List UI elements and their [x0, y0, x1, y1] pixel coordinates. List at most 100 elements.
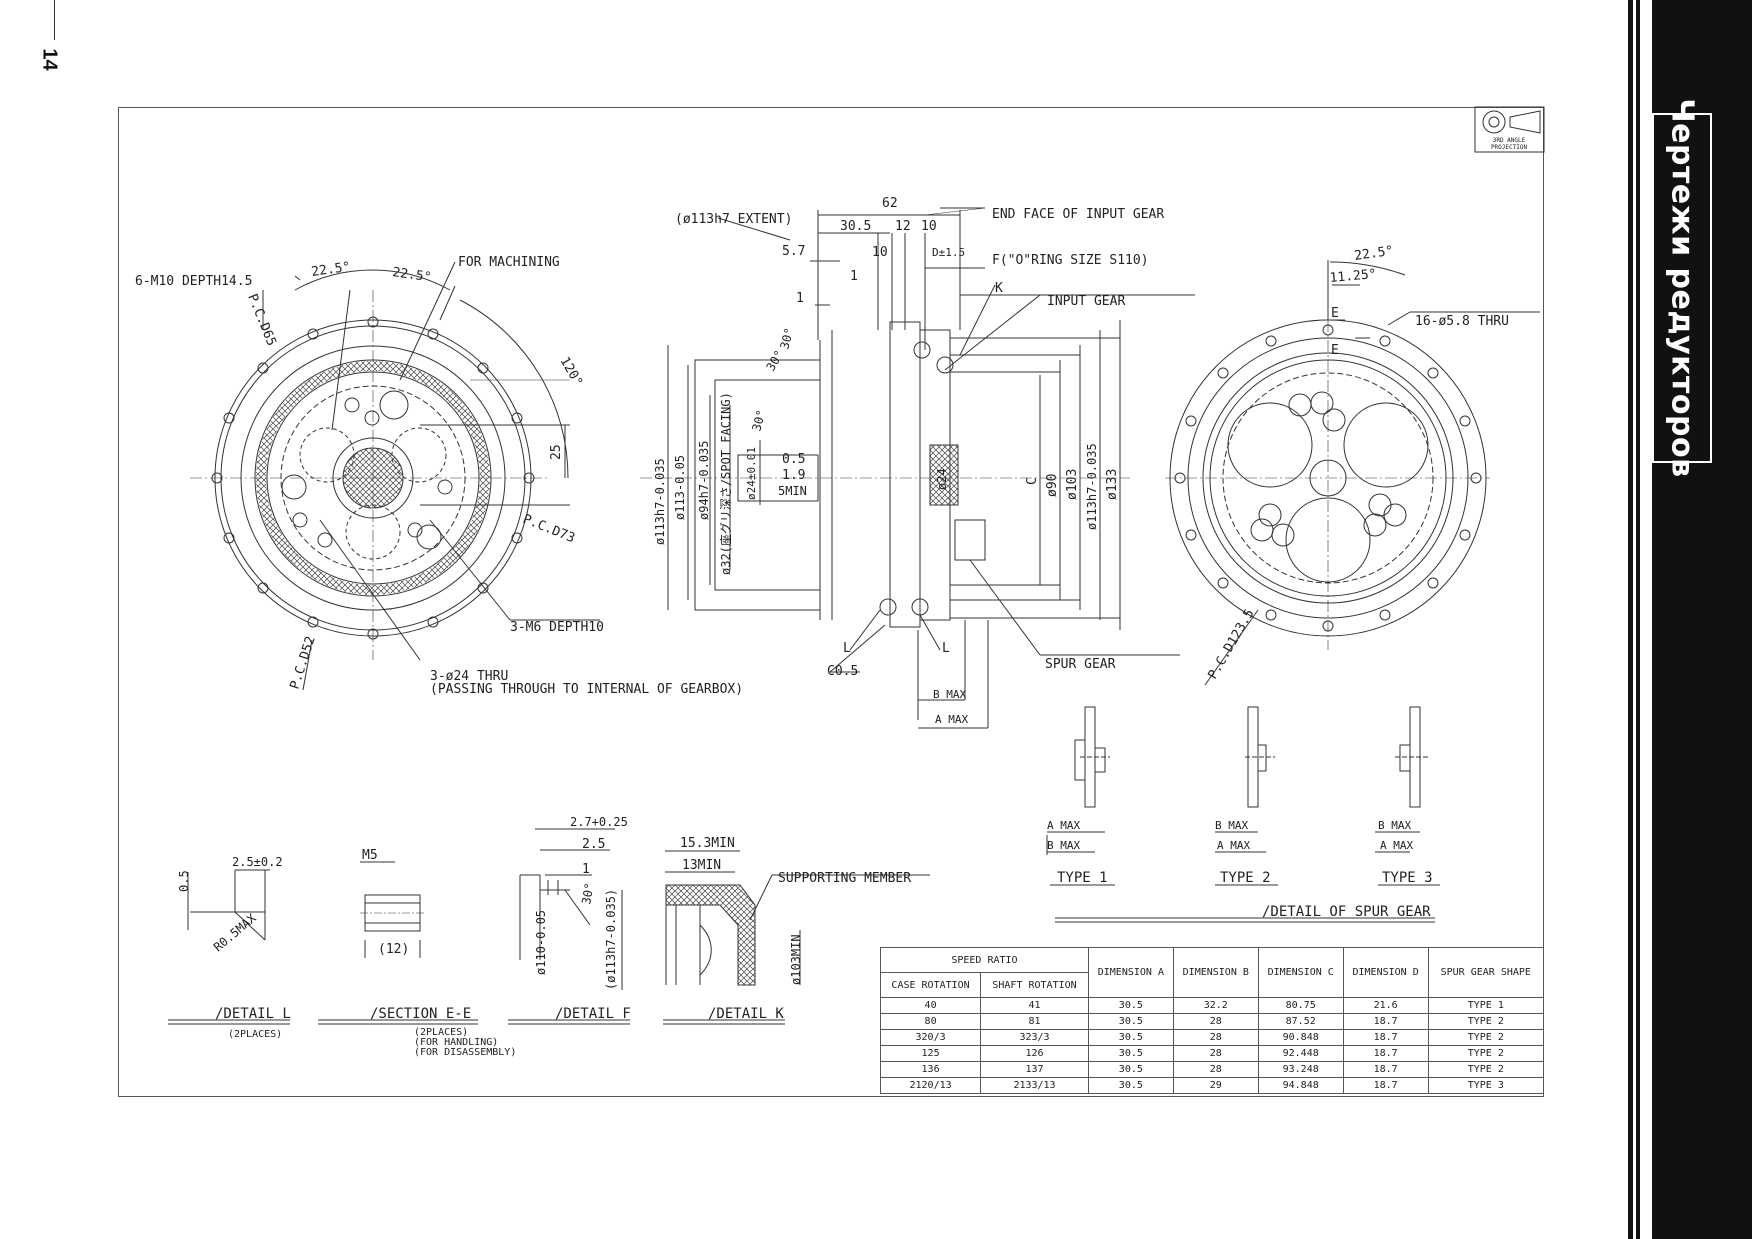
label-angle-1: 22.5° — [310, 260, 351, 280]
table-cell: 125 — [879, 1045, 982, 1062]
section-e-e — [318, 861, 478, 1025]
table-cell: 30.5 — [1087, 1077, 1174, 1094]
header-dim-a: DIMENSION A — [1087, 947, 1174, 998]
label-passing: (PASSING THROUGH TO INTERNAL OF GEARBOX) — [430, 682, 743, 697]
header-dim-b: DIMENSION B — [1172, 947, 1259, 998]
label-62: 62 — [882, 196, 898, 211]
label-1a: 1 — [850, 269, 858, 284]
section-view — [640, 207, 1195, 729]
label-detail-f: /DETAIL F — [555, 1006, 631, 1022]
label-angle-2: 22.5° — [391, 265, 432, 285]
projection-symbol — [1474, 106, 1545, 153]
table-cell: 80.75 — [1257, 997, 1344, 1014]
label-t1a: A MAX — [1047, 819, 1080, 832]
label-detail-spur: /DETAIL OF SPUR GEAR — [1262, 904, 1431, 920]
label-detail-l: /DETAIL L — [215, 1006, 291, 1022]
label-30a: 30° — [777, 326, 796, 351]
label-dia24b: ø24±0.01 — [745, 447, 758, 500]
label-dia24: ø24 — [935, 468, 949, 490]
label-d: D±1.5 — [932, 246, 965, 259]
table-cell: 30.5 — [1087, 997, 1174, 1014]
label-dia133: ø133 — [1105, 469, 1120, 500]
side-bar-stripe — [1633, 0, 1636, 1239]
table-cell: 18.7 — [1342, 1045, 1429, 1062]
label-k153: 15.3MIN — [680, 836, 735, 851]
projection-label-2: PROJECTION — [1491, 144, 1528, 151]
label-t3b: B MAX — [1378, 819, 1411, 832]
label-22-5-right: 22.5° — [1353, 244, 1394, 264]
side-title: Чертежи редукторов — [1664, 98, 1700, 478]
label-machining: FOR MACHINING — [458, 255, 560, 270]
label-extent: (ø113h7 EXTENT) — [675, 212, 792, 227]
label-pcd52: P.C.D52 — [288, 634, 319, 691]
table-cell: TYPE 2 — [1427, 1013, 1545, 1030]
label-t2a: A MAX — [1217, 839, 1250, 852]
table-cell: 18.7 — [1342, 1077, 1429, 1094]
label-0-5: 0.5 — [782, 452, 805, 467]
margin-rule — [54, 0, 55, 40]
label-s-disassembly: (FOR DISASSEMBLY) — [414, 1047, 516, 1058]
label-dia94: ø94h7-0.035 — [697, 441, 711, 520]
table-cell: 81 — [980, 1013, 1089, 1030]
label-s-places: (2PLACES) — [414, 1027, 468, 1038]
table-cell: 30.5 — [1087, 1061, 1174, 1078]
side-tab — [1652, 113, 1712, 463]
table-cell: 320/3 — [879, 1029, 982, 1046]
table-cell: 40 — [879, 997, 982, 1014]
label-pcd1235: P.C.D123.5 — [1205, 607, 1257, 682]
label-m5: M5 — [362, 848, 378, 863]
label-c: C — [1025, 477, 1040, 485]
label-t2b: B MAX — [1215, 819, 1248, 832]
table-cell: 126 — [980, 1045, 1089, 1062]
label-places: (2PLACES) — [228, 1029, 282, 1040]
label-dia32: ø32(座グリ深さ/SPOT FACING) — [718, 392, 733, 575]
table-cell: 28 — [1172, 1029, 1259, 1046]
speed-ratio-table: SPEED RATIO DIMENSION A DIMENSION B DIME… — [879, 947, 1545, 1094]
label-e2: E — [1331, 343, 1339, 358]
label-holes16: 16-ø5.8 THRU — [1415, 314, 1509, 329]
label-c05: C0.5 — [827, 664, 858, 679]
label-thru24: 3-ø24 THRU — [430, 669, 508, 684]
label-dia103: ø103 — [1065, 469, 1080, 500]
header-dim-d: DIMENSION D — [1342, 947, 1429, 998]
label-k: K — [995, 281, 1003, 296]
table-cell: 90.848 — [1257, 1029, 1344, 1046]
label-type1: TYPE 1 — [1057, 870, 1108, 886]
front-view-right — [1165, 260, 1540, 686]
detail-k — [663, 850, 930, 1025]
label-f30: 30° — [579, 882, 597, 906]
header-dim-c: DIMENSION C — [1257, 947, 1344, 998]
label-dia113h7b: ø113h7-0.035 — [1085, 443, 1099, 530]
label-5-7: 5.7 — [782, 244, 805, 259]
table-cell: 21.6 — [1342, 997, 1429, 1014]
table-cell: TYPE 2 — [1427, 1045, 1545, 1062]
header-shape: SPUR GEAR SHAPE — [1427, 947, 1545, 998]
label-pcd65: P.C.D65 — [244, 292, 278, 348]
label-f1: 1 — [582, 862, 590, 877]
label-10a: 10 — [872, 245, 888, 260]
label-30c: 30° — [749, 408, 768, 433]
table-cell: TYPE 3 — [1427, 1077, 1545, 1094]
table-header-row: SPEED RATIO DIMENSION A DIMENSION B DIME… — [880, 947, 1545, 998]
label-type2: TYPE 2 — [1220, 870, 1271, 886]
label-30b: 30° — [763, 348, 786, 374]
table-cell: 32.2 — [1172, 997, 1259, 1014]
table-cell: 28 — [1172, 1061, 1259, 1078]
table-cell: 92.448 — [1257, 1045, 1344, 1062]
detail-f — [508, 828, 630, 1025]
header-case-rotation: CASE ROTATION — [879, 972, 982, 998]
label-l2: L — [942, 641, 950, 656]
table-cell: 137 — [980, 1061, 1089, 1078]
label-f113: (ø113h7-0.035) — [604, 889, 618, 990]
label-t1b: B MAX — [1047, 839, 1080, 852]
label-f27: 2.7+0.25 — [570, 815, 628, 829]
label-spurgear: SPUR GEAR — [1045, 657, 1116, 672]
table-cell: 30.5 — [1087, 1045, 1174, 1062]
label-m10: 6-M10 DEPTH14.5 — [135, 274, 252, 289]
spur-gear-types — [1046, 706, 1440, 923]
